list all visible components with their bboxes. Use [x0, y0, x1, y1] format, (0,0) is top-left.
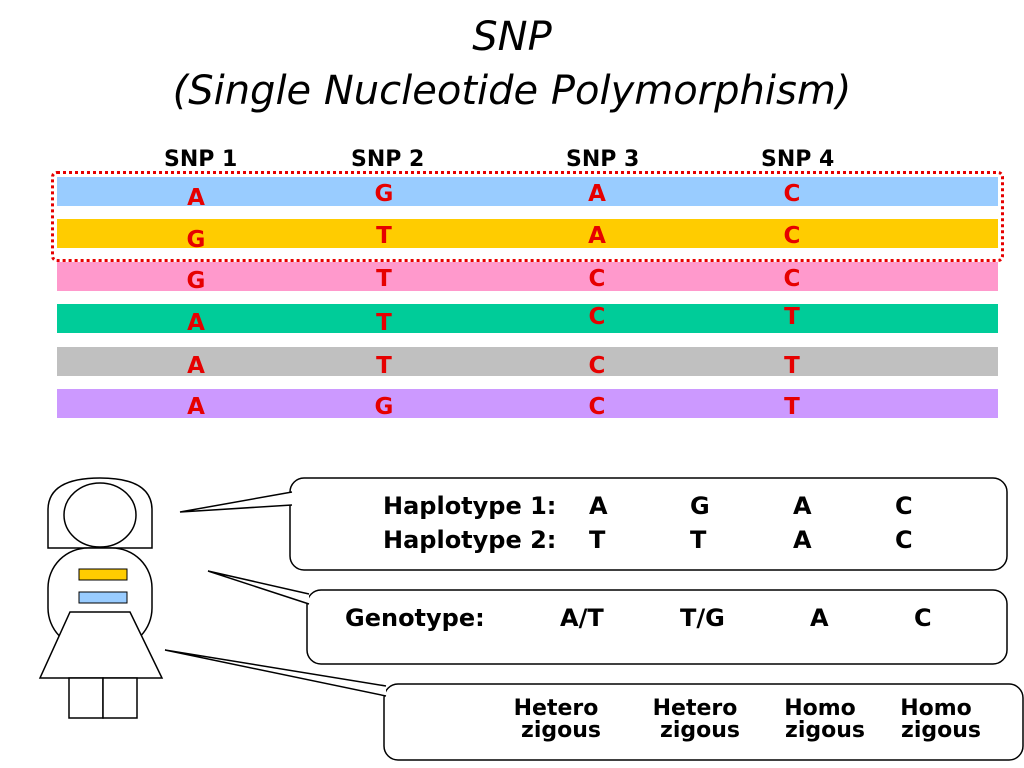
- person-band-2: [78, 591, 128, 604]
- base-r4-snp4: T: [784, 304, 800, 330]
- genotype-bubble: [306, 589, 1008, 665]
- genotype-label: Genotype:: [345, 604, 485, 632]
- base-r3-snp1: G: [186, 268, 206, 294]
- zygosity-snp1-line2: zigous: [521, 718, 601, 743]
- base-r6-snp4: T: [784, 394, 800, 420]
- genotype-snp1: A/T: [560, 604, 604, 632]
- base-r3-snp4: C: [783, 266, 801, 292]
- haplotype-2-snp1: T: [589, 526, 606, 554]
- base-r6-snp1: A: [187, 394, 205, 420]
- base-r4-snp2: T: [376, 310, 392, 336]
- base-r5-snp2: T: [376, 353, 392, 379]
- haplotype-selection-outline: [51, 171, 1004, 262]
- person-face: [63, 482, 137, 548]
- strand-5: [57, 347, 998, 376]
- base-r2-snp4: C: [783, 223, 801, 249]
- strand-2: [57, 219, 998, 248]
- genotype-bubble-tail: [207, 570, 310, 605]
- base-r5-snp1: A: [187, 353, 205, 379]
- genotype-snp4: C: [914, 604, 932, 632]
- zygosity-snp3: Homo zigous: [764, 698, 876, 742]
- snp-1-header: SNP 1: [164, 147, 238, 172]
- zygosity-snp3-line2: zigous: [785, 718, 865, 743]
- haplotype-2-snp2: T: [690, 526, 707, 554]
- title-line-2: (Single Nucleotide Polymorphism): [172, 68, 852, 114]
- haplotype-bubble: [289, 477, 1008, 571]
- person-right-leg: [102, 677, 138, 719]
- person-skirt: [38, 611, 164, 679]
- base-r1-snp3: A: [588, 181, 606, 207]
- zygosity-snp2: Hetero zigous: [636, 698, 754, 742]
- base-r1-snp1: A: [187, 185, 205, 211]
- zygosity-snp2-line2: zigous: [660, 718, 740, 743]
- haplotype-1-snp4: C: [895, 492, 913, 520]
- base-r4-snp1: A: [187, 310, 205, 336]
- haplotype-1-snp1: A: [589, 492, 608, 520]
- snp-3-header: SNP 3: [566, 147, 640, 172]
- haplotype-1-snp2: G: [690, 492, 710, 520]
- title-line-1: SNP: [472, 14, 552, 60]
- snp-4-header: SNP 4: [761, 147, 835, 172]
- zygosity-bubble: [383, 683, 1024, 761]
- zygosity-snp3-line1: Homo: [784, 696, 856, 721]
- zygosity-snp4-line2: zigous: [901, 718, 981, 743]
- base-r1-snp4: C: [783, 181, 801, 207]
- zygosity-snp2-line1: Hetero: [652, 696, 738, 721]
- zygosity-snp4: Homo zigous: [880, 698, 992, 742]
- person-band-1: [78, 568, 128, 581]
- base-r2-snp1: G: [186, 227, 206, 253]
- person-left-leg: [68, 677, 104, 719]
- strand-3: [57, 262, 998, 291]
- base-r3-snp2: T: [376, 266, 392, 292]
- strand-4: [57, 304, 998, 333]
- base-r2-snp3: A: [588, 223, 606, 249]
- base-r5-snp3: C: [588, 353, 606, 379]
- genotype-snp2: T/G: [680, 604, 725, 632]
- zygosity-snp1-line1: Hetero: [513, 696, 599, 721]
- base-r2-snp2: T: [376, 223, 392, 249]
- zygosity-snp1: Hetero zigous: [497, 698, 615, 742]
- base-r6-snp3: C: [588, 394, 606, 420]
- haplotype-1-label: Haplotype 1:: [383, 492, 557, 520]
- haplotype-2-snp3: A: [793, 526, 812, 554]
- base-r3-snp3: C: [588, 266, 606, 292]
- haplotype-2-label: Haplotype 2:: [383, 526, 557, 554]
- genotype-snp3: A: [810, 604, 829, 632]
- base-r5-snp4: T: [784, 353, 800, 379]
- haplotype-2-snp4: C: [895, 526, 913, 554]
- base-r6-snp2: G: [374, 394, 394, 420]
- strand-1: [57, 177, 998, 206]
- haplotype-bubble-tail: [179, 491, 293, 513]
- zygosity-snp4-line1: Homo: [900, 696, 972, 721]
- base-r4-snp3: C: [588, 304, 606, 330]
- snp-2-header: SNP 2: [351, 147, 425, 172]
- haplotype-1-snp3: A: [793, 492, 812, 520]
- base-r1-snp2: G: [374, 181, 394, 207]
- zygosity-bubble-tail: [164, 649, 387, 697]
- strand-6: [57, 389, 998, 418]
